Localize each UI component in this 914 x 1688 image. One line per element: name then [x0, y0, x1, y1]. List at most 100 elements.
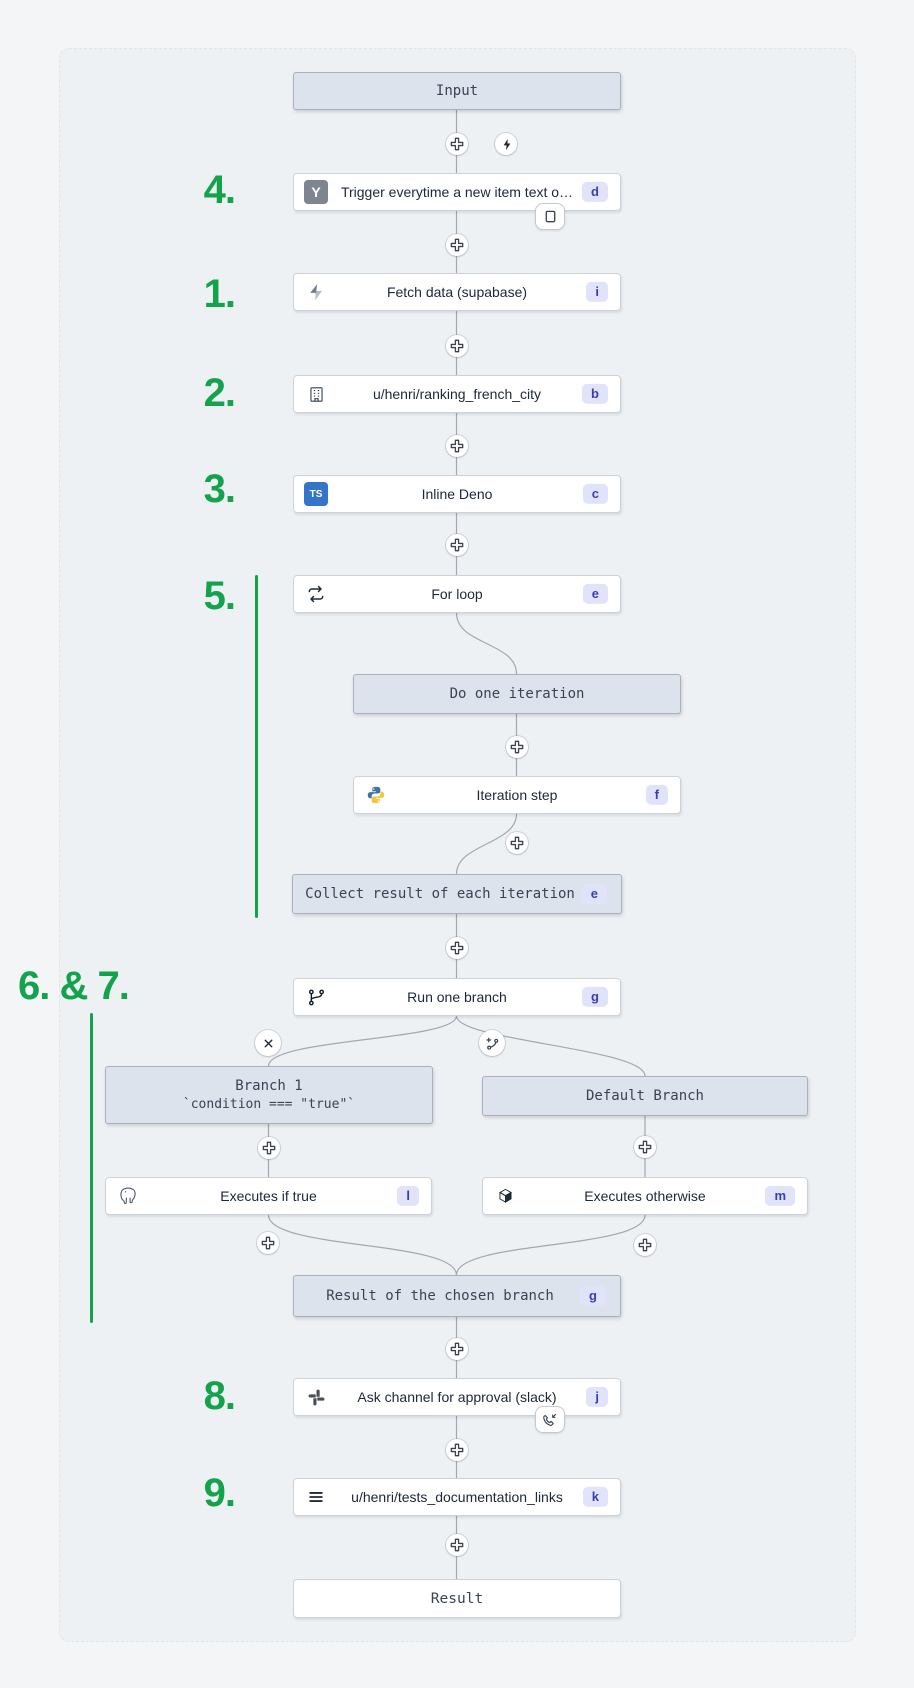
- git-branch-icon: [304, 985, 328, 1009]
- branch-plus-icon: [485, 1036, 500, 1051]
- slack-icon: [304, 1385, 328, 1409]
- step-id-badge: e: [581, 883, 607, 905]
- plus-icon: [450, 538, 464, 552]
- add-step-button[interactable]: [445, 234, 468, 256]
- trigger-lightning-button[interactable]: [495, 133, 517, 155]
- step-id-badge: j: [586, 1386, 608, 1408]
- collect-result-node[interactable]: Collect result of each iteration e: [292, 874, 622, 914]
- step-id-badge: g: [582, 986, 608, 1008]
- node-title: Executes otherwise: [584, 1188, 706, 1204]
- menu-icon: [304, 1485, 328, 1509]
- plus-icon: [450, 439, 464, 453]
- suspend-approval-indicator[interactable]: [535, 1406, 565, 1433]
- plus-icon: [261, 1236, 275, 1250]
- add-step-button[interactable]: [445, 1338, 468, 1360]
- plus-icon: [450, 238, 464, 252]
- default-branch-label: Default Branch: [585, 1088, 704, 1104]
- node-executes-if-true[interactable]: Executes if true l: [105, 1177, 432, 1215]
- close-icon: [262, 1037, 275, 1050]
- step-id-badge: d: [582, 181, 608, 203]
- step-id-badge: e: [582, 583, 608, 605]
- hackernews-icon: Y: [304, 180, 328, 204]
- lightning-icon: [500, 138, 513, 151]
- add-step-button[interactable]: [445, 435, 468, 457]
- add-step-button[interactable]: [634, 1234, 656, 1256]
- node-for-loop[interactable]: For loop e: [293, 575, 621, 613]
- supabase-icon: [304, 280, 328, 304]
- node-title: u/henri/tests_documentation_links: [351, 1489, 563, 1505]
- add-step-button[interactable]: [445, 1439, 468, 1461]
- node-fetch-data[interactable]: Fetch data (supabase) i: [293, 273, 621, 311]
- add-step-button[interactable]: [445, 937, 468, 959]
- node-title: u/henri/ranking_french_city: [372, 386, 542, 402]
- node-inline-deno[interactable]: TS Inline Deno c: [293, 475, 621, 513]
- plus-icon: [450, 1443, 464, 1457]
- cube-icon: [493, 1184, 517, 1208]
- step-id-badge: f: [645, 784, 668, 806]
- step-id-badge: g: [580, 1285, 606, 1307]
- node-title: Inline Deno: [421, 486, 493, 502]
- early-stop-indicator[interactable]: [535, 203, 565, 230]
- result-node-label: Result: [430, 1590, 484, 1607]
- node-executes-otherwise[interactable]: Executes otherwise m: [482, 1177, 808, 1215]
- add-step-button[interactable]: [445, 534, 468, 556]
- add-step-button[interactable]: [445, 1534, 468, 1556]
- add-step-button[interactable]: [505, 832, 528, 854]
- add-step-button[interactable]: [257, 1137, 280, 1159]
- node-title: Fetch data (supabase): [386, 284, 528, 300]
- add-step-button[interactable]: [505, 736, 528, 758]
- annotation-4: 4.: [203, 168, 236, 212]
- default-branch-node[interactable]: Default Branch: [482, 1076, 808, 1116]
- node-ranking-french-city[interactable]: u/henri/ranking_french_city b: [293, 375, 621, 413]
- step-id-badge: b: [582, 383, 608, 405]
- node-title: For loop: [431, 586, 483, 602]
- plus-icon: [450, 1342, 464, 1356]
- branch-result-node[interactable]: Result of the chosen branch g: [293, 1275, 621, 1317]
- flow-canvas-surface[interactable]: [59, 48, 856, 1642]
- annotation-6-7: 6. & 7.: [18, 964, 130, 1008]
- annotation-5: 5.: [203, 574, 236, 618]
- node-iteration-step[interactable]: Iteration step f: [353, 776, 681, 814]
- add-branch-button[interactable]: [479, 1030, 505, 1056]
- add-step-button[interactable]: [445, 133, 468, 155]
- step-id-badge: m: [765, 1185, 795, 1207]
- typescript-icon: TS: [304, 482, 328, 506]
- node-tests-documentation-links[interactable]: u/henri/tests_documentation_links k: [293, 1478, 621, 1516]
- annotation-1: 1.: [203, 272, 236, 316]
- node-trigger[interactable]: Y Trigger everytime a new item text o… d: [293, 173, 621, 211]
- result-node[interactable]: Result: [293, 1579, 621, 1618]
- annotation-3: 3.: [203, 467, 236, 511]
- remove-branch-button[interactable]: [255, 1030, 281, 1056]
- input-node[interactable]: Input: [293, 72, 621, 110]
- add-step-button[interactable]: [634, 1136, 656, 1158]
- plus-icon: [638, 1238, 652, 1252]
- add-step-button[interactable]: [445, 335, 468, 357]
- add-step-button[interactable]: [257, 1232, 279, 1254]
- annotation-2: 2.: [203, 371, 236, 415]
- node-approval[interactable]: Ask channel for approval (slack) j: [293, 1378, 621, 1416]
- branch1-node[interactable]: Branch 1 `condition === "true"`: [105, 1066, 433, 1124]
- plus-icon: [450, 1538, 464, 1552]
- branch-result-label: Result of the chosen branch: [326, 1288, 554, 1304]
- node-title: Iteration step: [476, 787, 558, 803]
- node-title: Run one branch: [407, 989, 507, 1005]
- do-one-iteration-label: Do one iteration: [449, 686, 585, 702]
- branch1-condition: `condition === "true"`: [182, 1097, 356, 1112]
- step-id-badge: l: [397, 1185, 419, 1207]
- branch1-label: Branch 1: [235, 1078, 303, 1094]
- annotation-line-5: [255, 575, 258, 918]
- annotation-8: 8.: [203, 1374, 236, 1418]
- node-title: Trigger everytime a new item text o…: [340, 184, 574, 200]
- postgresql-icon: [116, 1184, 140, 1208]
- plus-icon: [262, 1141, 276, 1155]
- plus-icon: [450, 137, 464, 151]
- python-icon: [364, 783, 388, 807]
- node-run-one-branch[interactable]: Run one branch g: [293, 978, 621, 1016]
- plus-icon: [510, 740, 524, 754]
- node-title: Ask channel for approval (slack): [357, 1389, 557, 1405]
- annotation-9: 9.: [203, 1471, 236, 1515]
- do-one-iteration-node[interactable]: Do one iteration: [353, 674, 681, 714]
- phone-incoming-icon: [542, 1412, 558, 1428]
- plus-icon: [450, 339, 464, 353]
